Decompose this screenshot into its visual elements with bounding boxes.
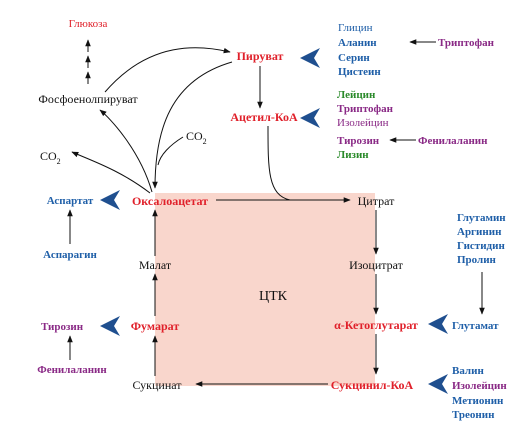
isoleucine-succinyl-label: Изолейцин — [452, 380, 507, 392]
chevron-fumarate-icon — [100, 316, 120, 336]
succinate-label: Сукцинат — [132, 378, 182, 392]
threonine-label: Треонин — [452, 409, 495, 421]
valine-label: Валин — [452, 365, 484, 377]
succinyl-coa-label: Сукцинил-КоА — [331, 378, 414, 392]
serine-label: Серин — [338, 52, 370, 64]
tyrosine-acetyl-label: Тирозин — [337, 135, 380, 147]
tca-label: ЦТК — [259, 289, 288, 304]
isoleucine-acetyl-label: Изолейцин — [337, 117, 389, 129]
aspartate-label: Аспартат — [47, 195, 94, 207]
citrate-label: Цитрат — [358, 194, 395, 208]
histidine-label: Гистидин — [457, 240, 505, 252]
tryptophan-pyruvate-label: Триптофан — [438, 37, 495, 49]
connector-lines — [67, 39, 485, 387]
fumarate-label: Фумарат — [131, 319, 180, 333]
chevrons — [100, 48, 448, 394]
chevron-alpha-kg-icon — [428, 314, 448, 334]
chevron-succinyl-icon — [428, 374, 448, 394]
glutamine-label: Глутамин — [457, 212, 506, 224]
asparagine-label: Аспарагин — [43, 249, 97, 261]
oxaloacetate-label: Оксалоацетат — [132, 194, 208, 208]
alanine-label: Аланин — [338, 37, 377, 49]
tca-cycle-box — [155, 193, 375, 386]
chevron-oxaloacetate-icon — [100, 190, 120, 210]
isocitrate-label: Изоцитрат — [349, 258, 404, 272]
phenylalanine-fumarate-label: Фенилаланин — [37, 364, 107, 376]
glutamate-label: Глутамат — [452, 320, 499, 332]
glycine-label: Глицин — [338, 22, 373, 34]
methionine-label: Метионин — [452, 395, 504, 407]
alpha-ketoglutarate-label: α-Кетоглутарат — [334, 318, 418, 332]
tyrosine-fumarate-label: Тирозин — [41, 321, 84, 333]
chevron-pyruvate-icon — [300, 48, 320, 68]
lysine-label: Лизин — [337, 149, 369, 161]
glucose-label: Глюкоза — [69, 18, 108, 30]
co2-top-label: CO2 — [186, 129, 207, 146]
malate-label: Малат — [139, 258, 172, 272]
acetyl-coa-label: Ацетил-КоА — [230, 110, 298, 124]
leucine-label: Лейцин — [337, 89, 376, 101]
arginine-label: Аргинин — [457, 226, 502, 238]
proline-label: Пролин — [457, 254, 497, 266]
phenylalanine-acetyl-label: Фенилаланин — [418, 135, 488, 147]
pyruvate-label: Пируват — [237, 49, 284, 63]
cysteine-label: Цистеин — [338, 66, 381, 78]
co2-left-label: CO2 — [40, 149, 61, 166]
tryptophan-acetyl-label: Триптофан — [337, 103, 394, 115]
pep-label: Фосфоенолпируват — [38, 92, 138, 106]
chevron-acetyl-icon — [300, 108, 320, 128]
